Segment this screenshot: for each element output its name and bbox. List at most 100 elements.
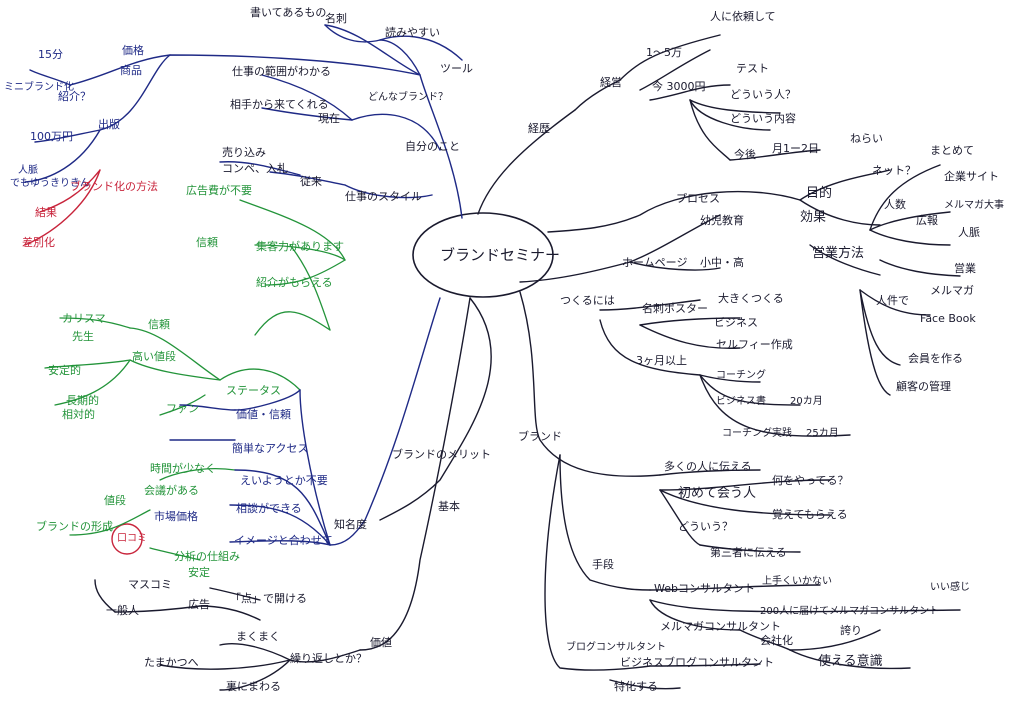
shudan-item: 誇り <box>840 624 862 637</box>
jibun-sub: どんなブランド？ <box>368 92 448 104</box>
jibun-item: 仕事の範囲がわかる <box>232 65 331 78</box>
tool-item: 名刺 <box>325 12 347 25</box>
brand-item: 何をやってる？ <box>772 474 848 487</box>
merit-item: 相談ができる <box>236 502 302 515</box>
tsukuru-item: 名刺ポスター <box>642 302 708 315</box>
style-item: 売り込み <box>222 146 266 159</box>
tsukuru-item: プロセス <box>676 192 720 205</box>
merit-item: 価値・信頼 <box>236 408 291 421</box>
shudan-item: いい感じ <box>930 582 970 594</box>
kihon-sub: 価値 <box>370 636 392 649</box>
merit-sub: 知名度 <box>334 518 367 531</box>
kihon-item: たまかつへ <box>144 656 199 669</box>
shudan-item: ビジネスブログコンサルタント <box>620 656 774 669</box>
method-item: 価格 <box>122 44 144 57</box>
kihon-item: 一般人 <box>106 604 139 617</box>
brand-item: 覚えてもらえる <box>772 508 848 521</box>
method-item: 人脈 <box>18 165 38 177</box>
method-item: 顧客の管理 <box>896 380 951 393</box>
method-item: 人件で <box>876 294 909 307</box>
kihon-item: 広告 <box>188 598 210 611</box>
method-item: 人脈 <box>958 226 980 239</box>
brand-item: どういう？ <box>678 520 733 533</box>
word-of-mouth-label: 口コミ <box>117 533 147 545</box>
merit-item: えいようとか不要 <box>240 474 328 487</box>
shudan-item: 特化する <box>614 680 658 693</box>
merit-item: 会議がある <box>144 484 199 497</box>
method-item: 100万円 <box>30 130 73 143</box>
method-item: 人数 <box>884 198 906 211</box>
merit-item: 信頼 <box>196 236 218 249</box>
tool-branch: ツール <box>440 62 473 75</box>
tool-item: 書いてあるもの <box>250 6 326 19</box>
shudan-item: メルマガコンサルタント <box>660 620 781 633</box>
method-item: ねらい <box>850 132 883 145</box>
jibun-item: 現在 <box>318 112 340 125</box>
tsukuru-item: ビジネス <box>714 316 758 329</box>
merit-item: 紹介がもらえる <box>256 276 333 289</box>
merit-item: 簡単なアクセス <box>232 442 308 455</box>
tsukuru-item: ビジネス書 <box>716 396 766 408</box>
keireki-item: 人に依頼して <box>710 10 776 23</box>
method-item: 結果 <box>35 206 57 219</box>
merit-item: ステータス <box>226 384 281 397</box>
method-item: メルマガ <box>930 284 974 297</box>
brand-item: 多くの人に伝える <box>664 460 752 473</box>
method-item: 15分 <box>38 48 63 61</box>
jibun-item: 相手から来てくれる <box>230 98 329 111</box>
merit-item: 安定 <box>188 566 210 579</box>
merit-item: 高い値段 <box>132 350 176 363</box>
tsukuru-item: 25カ月 <box>806 428 839 440</box>
keireki-item: どういう内容 <box>730 112 796 125</box>
merit-branch: ブランドのメリット <box>392 448 491 461</box>
tsukuru-item: コーチング <box>716 370 766 382</box>
tsukuru-item: 20カ月 <box>790 396 823 408</box>
merit-item: 広告費が不要 <box>186 184 252 197</box>
keireki-item: テスト <box>736 62 769 75</box>
keireki-branch: 経歴 <box>528 122 550 135</box>
method-item: 企業サイト <box>944 170 999 183</box>
method-item: 営業 <box>954 262 976 275</box>
merit-item: ファン <box>166 402 199 415</box>
method-item: ネット？ <box>872 164 916 177</box>
tsukuru-item: 3ヶ月以上 <box>636 354 687 367</box>
method-item: メルマガ大事 <box>944 200 1004 212</box>
tsukuru-item: コーチング実践 <box>722 428 792 440</box>
style-branch: 仕事のスタイル <box>345 190 422 203</box>
shudan-item: 使える意識 <box>818 654 883 669</box>
shudan-item: ブログコンサルタント <box>566 642 666 654</box>
method-item: 商品 <box>120 64 142 77</box>
kihon-item: まくまく <box>236 630 280 643</box>
kihon-item: 裏にまわる <box>226 680 281 693</box>
method-item: 紹介？ <box>58 90 91 103</box>
merit-item: 分析の仕組み <box>174 550 240 563</box>
method-item: 出版 <box>98 118 120 131</box>
tsukuru-item: 大きくつくる <box>718 292 784 305</box>
keireki-item: 月1ー2日 <box>772 142 819 155</box>
shudan-item: 上手くいかない <box>762 576 832 588</box>
method-item: 会員を作る <box>908 352 963 365</box>
merit-item: 長期的 <box>66 394 99 407</box>
merit-item: イメージと合わせて <box>234 534 333 547</box>
merit-item: 先生 <box>72 330 94 343</box>
method-item: 営業方法 <box>812 246 864 261</box>
method-item: まとめて <box>930 144 974 157</box>
merit-item: 値段 <box>104 494 126 507</box>
merit-item: 相対的 <box>62 408 95 421</box>
method-item: 広報 <box>916 214 938 227</box>
keireki-item: 今後 <box>734 148 756 161</box>
shudan-branch: 手段 <box>592 558 614 571</box>
keireki-item: どういう人？ <box>730 88 796 101</box>
merit-links <box>170 298 440 545</box>
shudan-item: 会社化 <box>760 634 793 647</box>
tsukuru-branch: つくるには <box>560 294 615 307</box>
method-item: 目的 <box>806 186 832 201</box>
brand-branch: ブランド <box>518 430 562 443</box>
shudan-item: 200人に届けてメルマガコンサルタント <box>760 606 939 618</box>
brand-item: 第三者に伝える <box>710 546 787 559</box>
merit-item: 時間が少なく <box>150 462 216 475</box>
method-item: Face Book <box>920 312 976 325</box>
center-topic: ブランドセミナー <box>440 246 560 264</box>
tsukuru-item: 小中・高 <box>700 256 744 269</box>
